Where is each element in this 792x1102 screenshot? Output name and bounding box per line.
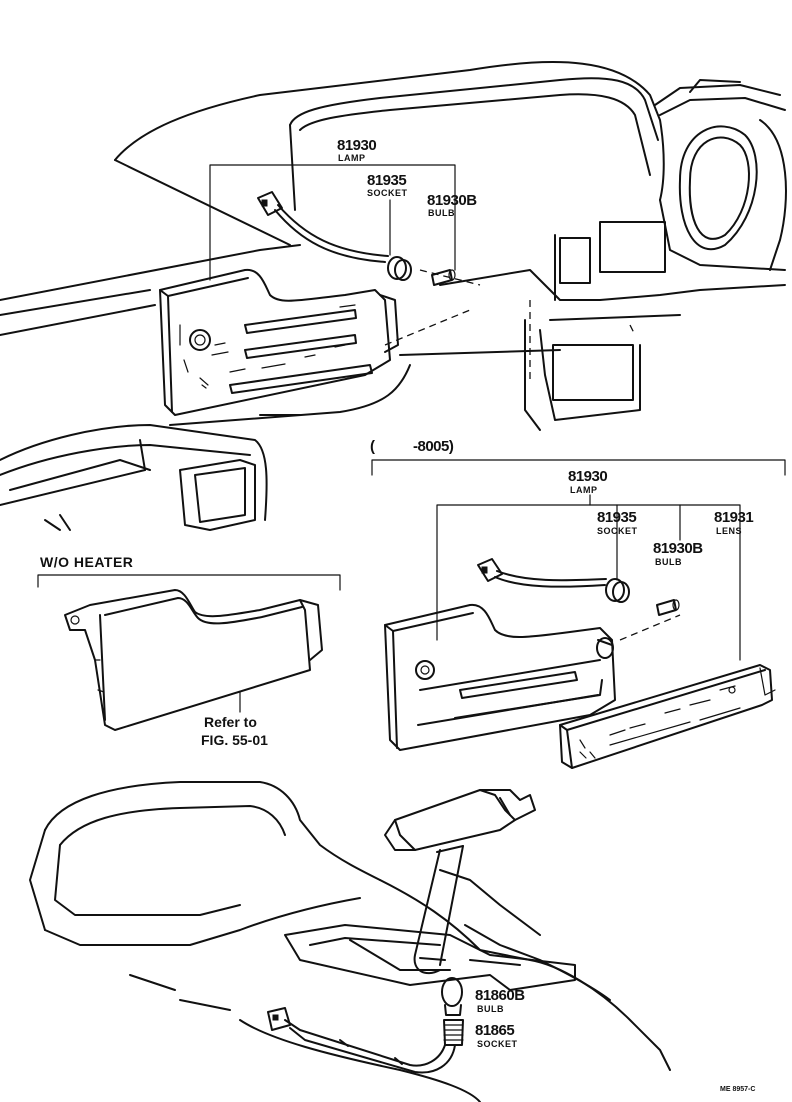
- wo-heater-title: W/O HEATER: [40, 554, 134, 570]
- top-lamp-number: 81930: [337, 137, 377, 154]
- variant-lamp-number: 81930: [568, 468, 608, 485]
- variant-socket-bulb: [477, 558, 681, 641]
- figure-code: ME 8957-C: [720, 1086, 756, 1093]
- dashboard-outline: [0, 61, 787, 431]
- variant-bulb-number: 81930B: [653, 540, 703, 557]
- figure-reference: FIG. 55-01: [201, 732, 268, 748]
- top-leaders: [209, 164, 456, 281]
- variant-socket-number: 81935: [597, 509, 637, 526]
- top-socket-number: 81935: [367, 172, 407, 189]
- variant-socket-name: SOCKET: [597, 526, 638, 536]
- shift-socket-name: SOCKET: [477, 1039, 518, 1049]
- variant-bracket: [371, 459, 786, 661]
- shift-bulb-name: BULB: [477, 1004, 504, 1014]
- shift-lever: [384, 789, 536, 975]
- wo-heater-group: [37, 574, 341, 731]
- refer-to-label: Refer to: [204, 714, 257, 730]
- shift-socket-number: 81865: [475, 1022, 515, 1039]
- variant-bulb-name: BULB: [655, 557, 682, 567]
- range-value: -8005): [413, 438, 454, 455]
- variant-lamp-name: LAMP: [570, 485, 598, 495]
- variant-lens: [559, 664, 776, 769]
- top-socket-name: SOCKET: [367, 188, 408, 198]
- console-outline: [29, 781, 671, 1102]
- top-socket-bulb: [257, 191, 456, 286]
- variant-lens-name: LENS: [716, 526, 743, 536]
- range-open-paren: (: [370, 438, 375, 455]
- top-lamp-name: LAMP: [338, 153, 366, 163]
- dashboard-lower: [0, 364, 411, 531]
- top-bulb-name: BULB: [428, 208, 455, 218]
- variant-panel: [384, 603, 616, 751]
- top-bulb-number: 81930B: [427, 192, 477, 209]
- shift-bulb-socket: [267, 977, 464, 1074]
- variant-lens-number: 81931: [714, 509, 754, 526]
- shift-bulb-number: 81860B: [475, 987, 525, 1004]
- top-control-panel: [159, 268, 481, 416]
